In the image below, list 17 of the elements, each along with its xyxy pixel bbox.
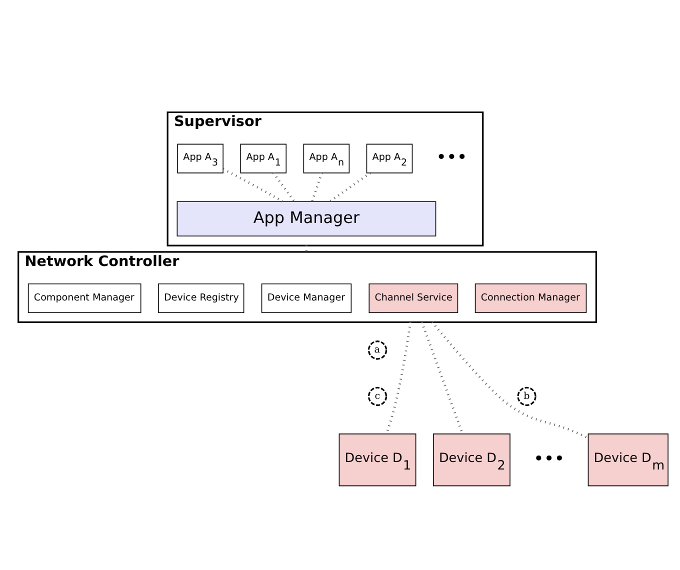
node-circle: a xyxy=(368,340,388,360)
label: ••• xyxy=(534,449,565,470)
node-circle: c xyxy=(368,386,388,406)
node-box: App Manager xyxy=(176,201,436,236)
node-box: Device Manager xyxy=(261,283,352,313)
connector xyxy=(272,172,296,202)
node-box: Connection Manager xyxy=(474,283,587,313)
node-box: Channel Service xyxy=(368,283,458,313)
connector xyxy=(222,168,284,203)
node-box: Device Registry xyxy=(158,283,244,313)
connector xyxy=(431,321,589,440)
node-box: Component Manager xyxy=(28,283,142,313)
label: ••• xyxy=(436,148,468,168)
node-circle: b xyxy=(517,386,536,406)
connector xyxy=(310,172,323,202)
connector xyxy=(329,172,371,203)
connector xyxy=(420,322,464,434)
